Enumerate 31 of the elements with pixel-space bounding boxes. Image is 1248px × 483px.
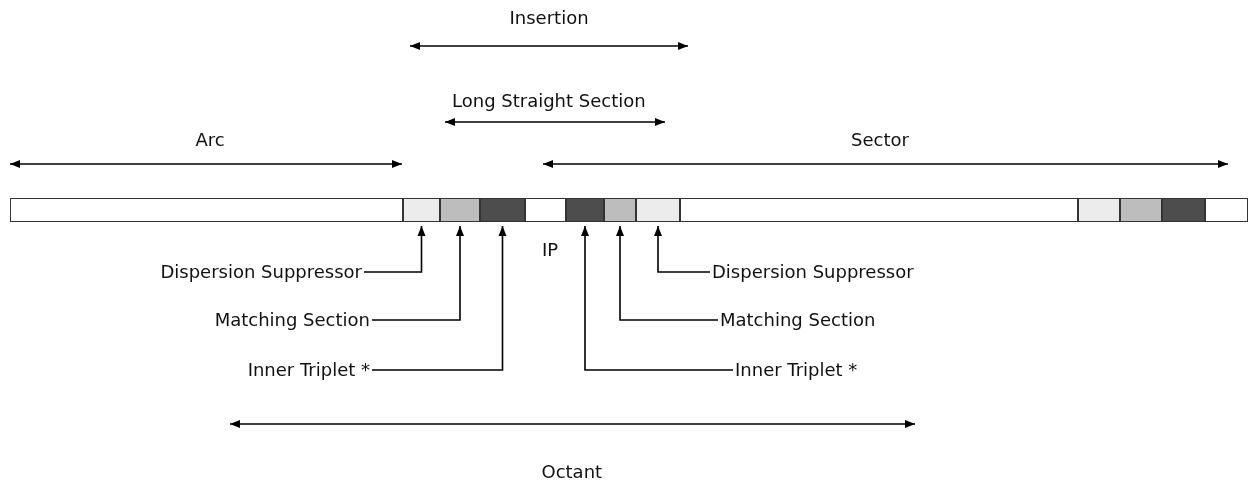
bar-segment: [1162, 198, 1205, 222]
part-label: Dispersion Suppressor: [712, 261, 914, 283]
bar-segment: [440, 198, 480, 222]
bar-segment: [566, 198, 604, 222]
part-label: Inner Triplet *: [735, 359, 858, 381]
dimension-label: Long Straight Section: [452, 90, 646, 112]
part-label: Inner Triplet *: [247, 359, 370, 381]
dimension-label: Sector: [851, 129, 909, 151]
bar-segment: [10, 198, 403, 222]
leader-line: [616, 225, 719, 321]
part-label: Dispersion Suppressor: [160, 261, 362, 283]
leader-line: [654, 225, 711, 273]
bar-segment: [1205, 198, 1248, 222]
dimension-label: Arc: [195, 129, 225, 151]
bar-segment: [680, 198, 1078, 222]
dimension-label: Insertion: [509, 7, 589, 29]
leader-line: [363, 225, 426, 273]
bar-segment: [525, 198, 566, 222]
part-label: Matching Section: [720, 309, 876, 331]
bar-segment: [1078, 198, 1120, 222]
bar-segment: [604, 198, 636, 222]
leader-line: [581, 225, 734, 371]
dimension-label: Octant: [541, 461, 603, 483]
leader-line: [371, 225, 464, 321]
bar-segment: [1120, 198, 1162, 222]
leader-line: [371, 225, 507, 371]
bar-segment: [636, 198, 680, 222]
bar-segment: [403, 198, 440, 222]
bar-segment: [480, 198, 525, 222]
point-label: IP: [542, 239, 559, 261]
part-label: Matching Section: [214, 309, 370, 331]
